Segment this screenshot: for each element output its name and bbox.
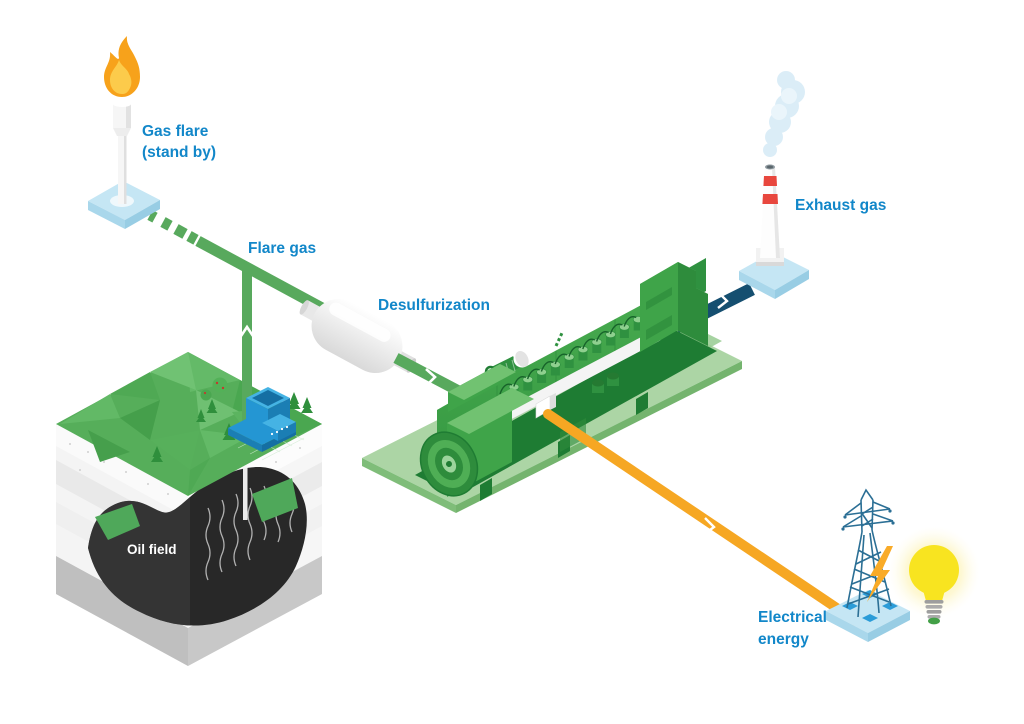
- oil-field-cube: Oil field: [56, 352, 322, 666]
- flare-gas-pipeline: [147, 210, 325, 313]
- flame-icon: [104, 36, 140, 97]
- bulb-screw-base: [924, 600, 944, 625]
- light-bulb: [867, 526, 980, 625]
- transmission-tower: [826, 488, 910, 642]
- wellhead-skid: [228, 387, 296, 452]
- riser-pipe: [239, 266, 255, 428]
- oil-field-label: Oil field: [127, 542, 177, 557]
- round-tree: [212, 377, 228, 393]
- smoke-plume: [763, 71, 805, 157]
- well-bore: [243, 465, 248, 520]
- junction-box: [535, 393, 556, 419]
- tower-platform: [826, 590, 910, 633]
- manifold-pipe: [513, 286, 651, 368]
- flare-pole: [118, 128, 126, 204]
- flywheel-face: [419, 431, 479, 497]
- wellhead-rivets: [270, 425, 289, 436]
- chimney-stripe: [763, 176, 777, 186]
- lightning-bolt-icon: [867, 546, 893, 602]
- top-pots: [592, 372, 619, 393]
- chimney-stripe: [762, 194, 778, 204]
- tower-footings: [842, 590, 898, 622]
- gas-engine: [415, 258, 717, 501]
- electrical-energy-label-2: energy: [758, 631, 809, 648]
- flow-chevron-icon: [425, 368, 437, 386]
- flare-gas-label: Flare gas: [248, 240, 316, 257]
- gas-flare-stack: Gas flare (stand by): [88, 36, 216, 229]
- flow-chevron-icon: [704, 517, 716, 534]
- exhaust-gas-label: Exhaust gas: [795, 197, 886, 214]
- green-patch: [252, 478, 298, 522]
- flow-chevron-up-icon: [239, 324, 255, 337]
- tower-insulators: [841, 509, 895, 531]
- bulb-contact: [928, 617, 940, 625]
- gas-flare-label-2: (stand by): [142, 144, 216, 161]
- engine-end-tower: [640, 262, 696, 352]
- round-tree: [200, 389, 212, 401]
- exhaust-chimney: Exhaust gas: [739, 71, 886, 299]
- power-cable: [543, 409, 861, 626]
- flow-chevron-icon: [717, 292, 729, 309]
- desulfurization-label: Desulfurization: [378, 297, 490, 314]
- generator: [419, 364, 534, 497]
- electrical-energy-label: Electrical: [758, 609, 827, 626]
- green-patch: [95, 504, 140, 540]
- gas-flare-label: Gas flare: [142, 123, 209, 140]
- side-rail: [502, 330, 662, 420]
